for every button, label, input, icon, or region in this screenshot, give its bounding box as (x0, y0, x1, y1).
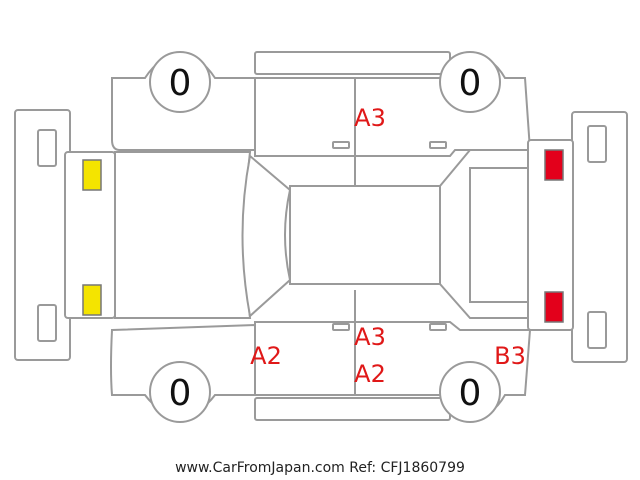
tire-rear-right-label: 0 (459, 63, 482, 104)
car-body-top-view (64, 139, 574, 331)
damage-left-rear-door-2: A2 (354, 360, 386, 388)
tire-front-left-label: 0 (169, 373, 192, 414)
tire-rear-left-label: 0 (459, 373, 482, 414)
tire-rear-right: 0 (439, 51, 501, 113)
tire-rear-left: 0 (439, 361, 501, 423)
tire-front-left: 0 (149, 361, 211, 423)
rear-light-marker-bottom (544, 291, 564, 323)
damage-right-doors: A3 (354, 104, 386, 132)
damage-left-rear-quarter: B3 (494, 342, 526, 370)
reference-footer: www.CarFromJapan.com Ref: CFJ1860799 (175, 460, 465, 476)
damage-left-rear-door-1: A3 (354, 323, 386, 351)
front-light-marker-top (82, 159, 102, 191)
front-light-marker-bottom (82, 284, 102, 316)
rear-bumper (571, 111, 628, 363)
rear-light-marker-top (544, 149, 564, 181)
front-bumper (14, 109, 71, 361)
tire-front-right: 0 (149, 51, 211, 113)
damage-left-front-door: A2 (250, 342, 282, 370)
tire-front-right-label: 0 (169, 63, 192, 104)
